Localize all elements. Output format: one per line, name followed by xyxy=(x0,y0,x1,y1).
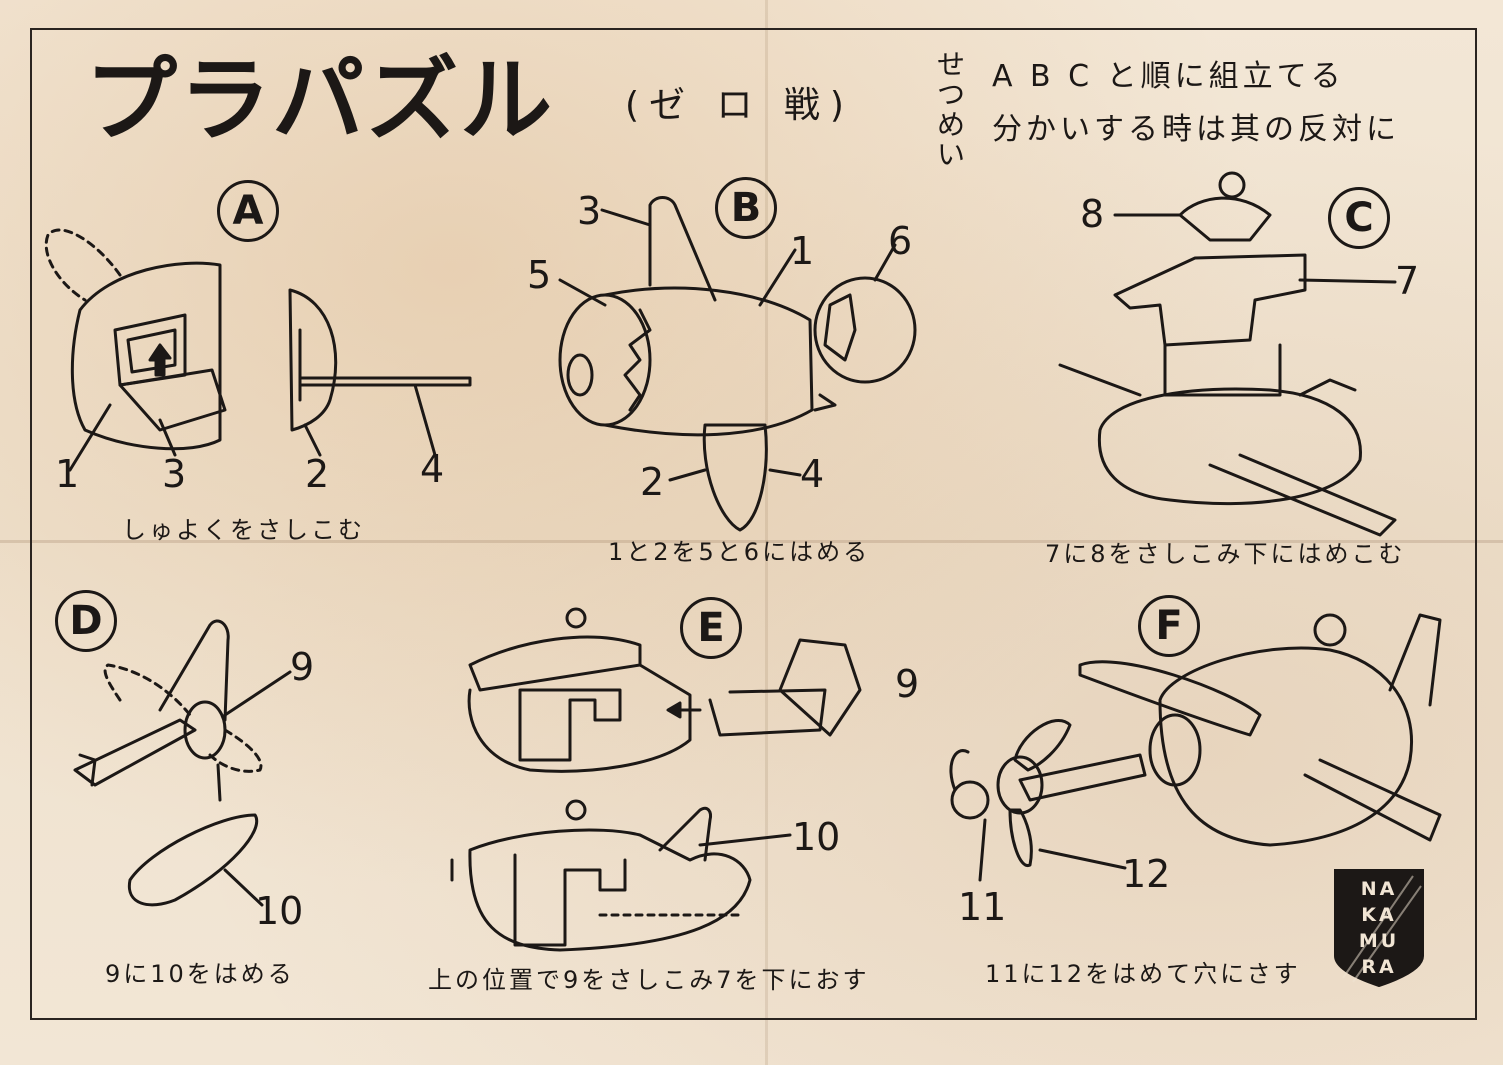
step-a-illustration xyxy=(44,228,472,472)
step-b-part-2: 2 xyxy=(640,460,665,504)
step-c-illustration xyxy=(1058,171,1397,537)
step-d-caption: 9に10をはめる xyxy=(105,960,295,988)
step-f-caption: 11に12をはめて穴にさす xyxy=(985,960,1301,988)
step-d-illustration xyxy=(73,619,292,907)
step-c-part-8: 8 xyxy=(1080,192,1105,236)
step-d-part-9: 9 xyxy=(290,645,315,689)
instructions-line-2: 分かいする時は其の反対に xyxy=(992,112,1400,147)
step-e-marker: E xyxy=(680,597,742,659)
step-a-part-3: 3 xyxy=(162,452,187,496)
logo-line-2: KA xyxy=(1361,904,1397,926)
page-title: プラパズル xyxy=(85,47,555,154)
step-b-part-4: 4 xyxy=(800,452,825,496)
step-f-marker: F xyxy=(1138,595,1200,657)
step-b-illustration xyxy=(558,196,917,532)
step-f-part-11: 11 xyxy=(958,885,1007,929)
step-b-caption: 1と2を5と6にはめる xyxy=(608,538,871,566)
step-b-part-6: 6 xyxy=(888,219,913,263)
step-a-part-4: 4 xyxy=(420,447,445,491)
step-d-part-10: 10 xyxy=(255,889,304,933)
step-c-part-7: 7 xyxy=(1395,259,1420,303)
step-e-part-10: 10 xyxy=(792,815,841,859)
step-e-caption: 上の位置で9をさしこみ7を下におす xyxy=(428,966,870,994)
step-a-caption: しゅよくをさしこむ xyxy=(122,516,365,544)
step-b-marker: B xyxy=(715,177,777,239)
instructions-label: せつめい xyxy=(936,48,965,171)
step-e-part-9: 9 xyxy=(895,662,920,706)
instructions-line-1: A B C と順に組立てる xyxy=(992,59,1345,94)
step-a-part-2: 2 xyxy=(305,452,330,496)
step-a-marker: A xyxy=(217,180,279,242)
logo-line-4: RA xyxy=(1361,956,1397,978)
paper-fold-vertical xyxy=(765,0,768,1065)
shield-icon xyxy=(1334,869,1424,988)
step-f-part-12: 12 xyxy=(1122,852,1171,896)
logo-line-3: MU xyxy=(1358,930,1400,952)
step-d-marker: D xyxy=(55,590,117,652)
nakamura-logo: NA KA MU RA xyxy=(1333,868,1425,988)
logo-line-1: NA xyxy=(1360,878,1398,900)
page-subtitle: (ゼ ロ 戦) xyxy=(625,85,854,126)
step-f-illustration xyxy=(949,613,1442,882)
step-c-marker: C xyxy=(1328,187,1390,249)
sheet-border xyxy=(30,28,1477,1020)
paper-fold-horizontal xyxy=(0,540,1503,543)
step-b-part-3: 3 xyxy=(577,189,602,233)
step-b-part-5: 5 xyxy=(527,253,552,297)
step-c-caption: 7に8をさしこみ下にはめこむ xyxy=(1045,540,1406,568)
step-e-illustration xyxy=(450,607,862,952)
